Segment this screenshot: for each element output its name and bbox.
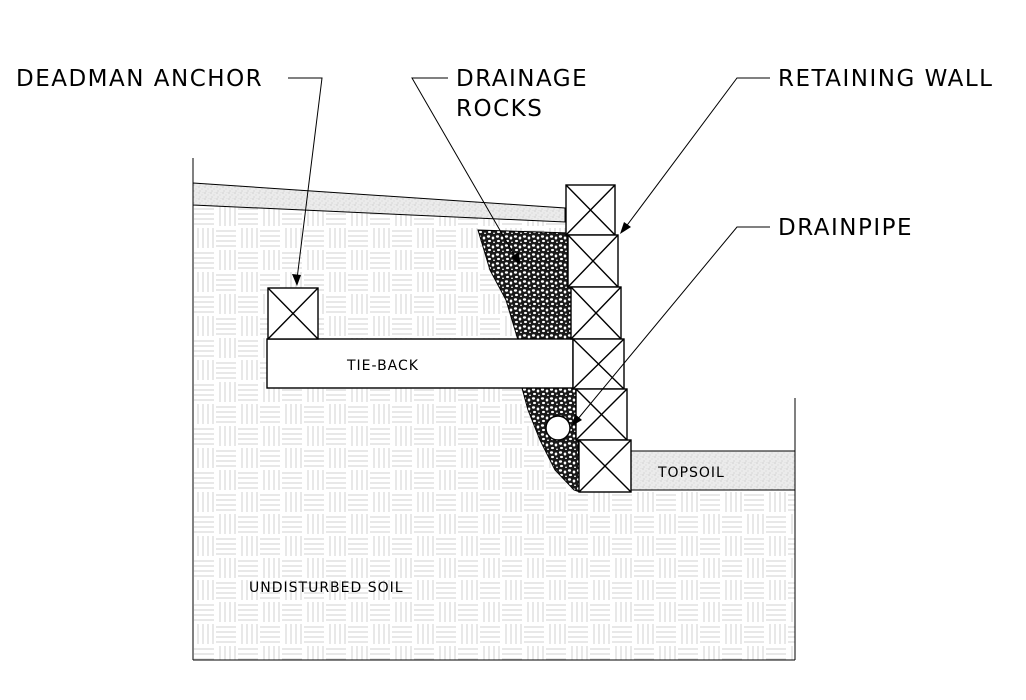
drainpipe — [545, 415, 571, 441]
retaining-wall — [565, 184, 632, 493]
tie-back-label: TIE-BACK — [346, 358, 419, 374]
retaining-wall-label: RETAINING WALL — [778, 66, 993, 92]
wall-block — [565, 184, 616, 236]
wall-block — [575, 388, 628, 441]
leader-deadman-anchor — [288, 77, 323, 286]
drainage-rocks-label-line1: DRAINAGE — [456, 66, 588, 92]
wall-block — [578, 439, 632, 493]
leader-drainpipe — [572, 226, 770, 426]
wall-block — [572, 338, 625, 390]
topsoil-label: TOPSOIL — [657, 465, 725, 481]
drainage-rocks-label-line2: ROCKS — [456, 96, 543, 122]
wall-block — [567, 234, 619, 288]
drainpipe-label: DRAINPIPE — [778, 215, 913, 241]
deadman-anchor-block — [267, 287, 319, 340]
deadman-anchor-label: DEADMAN ANCHOR — [16, 66, 263, 92]
leader-drainage-rocks — [411, 77, 520, 265]
lower-topsoil-band — [630, 450, 796, 491]
wall-block — [570, 286, 622, 340]
upper-topsoil-band — [192, 182, 566, 223]
undisturbed-soil-label: UNDISTURBED SOIL — [249, 580, 404, 596]
leader-retaining-wall — [620, 77, 770, 234]
undisturbed-soil-region — [193, 205, 795, 660]
tie-back — [266, 338, 574, 389]
